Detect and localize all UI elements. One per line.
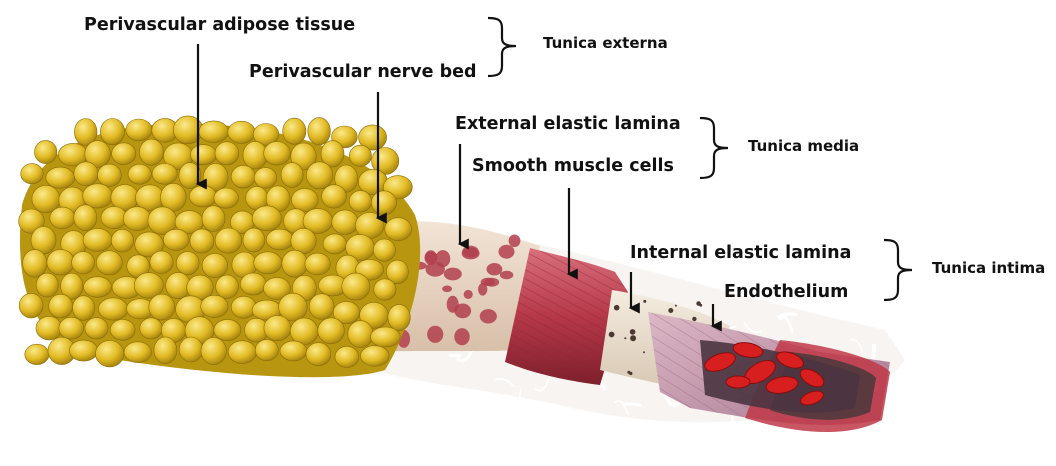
label-perivascular-adipose-tissue: Perivascular adipose tissue — [84, 15, 355, 35]
bracket-tunica-externa — [488, 18, 516, 76]
label-tunica-externa: Tunica externa — [543, 34, 668, 52]
bracket-tunica-intima — [884, 240, 912, 300]
label-tunica-media: Tunica media — [748, 137, 859, 155]
bracket-tunica-media — [700, 118, 728, 178]
label-smooth-muscle-cells: Smooth muscle cells — [472, 156, 674, 176]
label-tunica-intima: Tunica intima — [932, 259, 1045, 277]
label-endothelium: Endothelium — [724, 282, 848, 302]
label-external-elastic-lamina: External elastic lamina — [455, 114, 681, 134]
label-perivascular-nerve-bed: Perivascular nerve bed — [249, 62, 477, 82]
label-internal-elastic-lamina: Internal elastic lamina — [630, 243, 851, 263]
